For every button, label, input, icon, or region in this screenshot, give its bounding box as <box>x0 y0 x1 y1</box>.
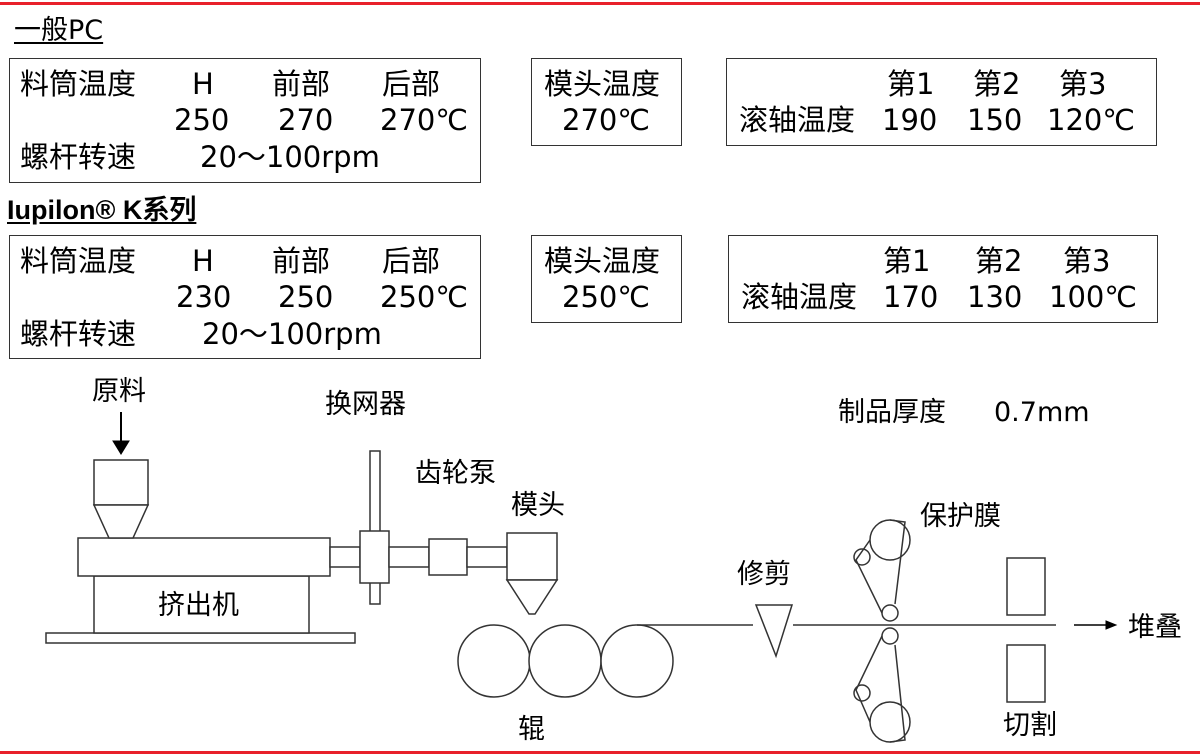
die-temp-box-2: 模头温度 250℃ <box>531 235 682 323</box>
cutter-block-top <box>1006 557 1046 616</box>
rolls-label: 辊 <box>518 714 545 745</box>
extruder-barrel <box>77 537 331 577</box>
die-temp-label-2: 模头温度 <box>544 244 661 278</box>
zone-front-header-2: 前部 <box>272 244 331 278</box>
roll-1-value: 190 <box>882 103 938 137</box>
screw-speed-label: 螺杆转速 <box>20 140 137 174</box>
roll-2 <box>528 624 602 698</box>
screen-changer-label: 换网器 <box>325 389 406 420</box>
raw-material-arrow-head <box>112 440 130 455</box>
roll-temp-label: 滚轴温度 <box>739 103 856 137</box>
guide-roll-2 <box>853 684 871 702</box>
die-label: 模头 <box>511 490 565 521</box>
pipe-1 <box>329 546 361 568</box>
roll-3-header-2: 第3 <box>1063 244 1111 278</box>
die-body <box>506 532 558 581</box>
screw-speed-value: 20～100rpm <box>200 140 380 174</box>
film-path-bottom <box>855 635 906 743</box>
pipe-3 <box>466 546 508 568</box>
guide-roll-4 <box>881 627 899 645</box>
zone-rear-value-2: 250℃ <box>380 280 468 314</box>
die-lip <box>505 579 559 615</box>
extruder-label: 挤出机 <box>158 590 239 621</box>
thickness-label: 制品厚度 <box>838 397 946 428</box>
stack-arrow-head <box>1105 620 1118 630</box>
barrel-temp-label-2: 料筒温度 <box>20 244 137 278</box>
trim-label: 修剪 <box>737 559 791 590</box>
zone-rear-header: 后部 <box>382 67 441 101</box>
die-temp-label: 模头温度 <box>544 67 661 101</box>
stack-label: 堆叠 <box>1128 612 1182 643</box>
roll-3-header: 第3 <box>1059 67 1107 101</box>
barrel-temp-box: 料筒温度 H 前部 后部 250 270 270℃ 螺杆转速 20～100rpm <box>9 58 481 183</box>
guide-roll-3 <box>881 604 899 622</box>
screw-speed-value-2: 20～100rpm <box>202 317 382 351</box>
protective-film-label: 保护膜 <box>920 501 1001 532</box>
zone-front-value-2: 250 <box>278 280 334 314</box>
cut-label: 切割 <box>1003 710 1057 741</box>
base-plate <box>45 632 356 644</box>
cutter-block-bottom <box>1006 644 1046 703</box>
roll-1 <box>457 624 531 698</box>
gear-pump-label: 齿轮泵 <box>415 458 496 489</box>
die-temp-value-2: 250℃ <box>562 280 650 314</box>
zone-front-header: 前部 <box>272 67 331 101</box>
zone-front-value: 270 <box>278 103 334 137</box>
pipe-2 <box>388 546 430 568</box>
gear-pump <box>428 538 468 576</box>
barrel-temp-label: 料筒温度 <box>20 67 137 101</box>
zone-h-header: H <box>192 67 214 101</box>
roll-3-value: 120℃ <box>1047 103 1135 137</box>
roll-temp-box: 第1 第2 第3 滚轴温度 190 150 120℃ <box>726 58 1157 146</box>
thickness-value: 0.7mm <box>994 397 1090 428</box>
guide-roll-1 <box>853 548 871 566</box>
screw-speed-label-2: 螺杆转速 <box>20 317 137 351</box>
bottom-red-rule <box>0 751 1200 754</box>
screen-changer-body <box>359 530 390 584</box>
hopper-funnel <box>92 504 150 539</box>
zone-rear-value: 270℃ <box>380 103 468 137</box>
zone-h-value-2: 230 <box>176 280 232 314</box>
roll-2-header: 第2 <box>973 67 1021 101</box>
barrel-temp-box-2: 料筒温度 H 前部 后部 230 250 250℃ 螺杆转速 20～100rpm <box>9 235 481 359</box>
trim-cutter <box>754 604 794 659</box>
roll-1-header-2: 第1 <box>883 244 931 278</box>
roll-2-header-2: 第2 <box>975 244 1023 278</box>
section-title-general-pc: 一般PC <box>14 15 104 46</box>
section-title-iupilon-k: Iupilon® K系列 <box>7 195 197 225</box>
zone-h-header-2: H <box>192 244 214 278</box>
raw-material-label: 原料 <box>92 376 146 407</box>
screen-changer-slide <box>369 450 381 605</box>
die-temp-value: 270℃ <box>562 103 650 137</box>
roll-1-value-2: 170 <box>883 280 939 314</box>
roll-1-header: 第1 <box>887 67 935 101</box>
zone-h-value: 250 <box>174 103 230 137</box>
roll-temp-label-2: 滚轴温度 <box>741 280 858 314</box>
top-red-rule <box>0 2 1200 5</box>
zone-rear-header-2: 后部 <box>382 244 441 278</box>
film-path-top <box>855 519 906 614</box>
roll-2-value-2: 130 <box>967 280 1023 314</box>
roll-temp-box-2: 第1 第2 第3 滚轴温度 170 130 100℃ <box>728 235 1158 323</box>
roll-2-value: 150 <box>967 103 1023 137</box>
roll-3 <box>600 624 674 698</box>
roll-3-value-2: 100℃ <box>1049 280 1137 314</box>
die-temp-box: 模头温度 270℃ <box>531 58 682 146</box>
hopper-top <box>93 459 149 506</box>
